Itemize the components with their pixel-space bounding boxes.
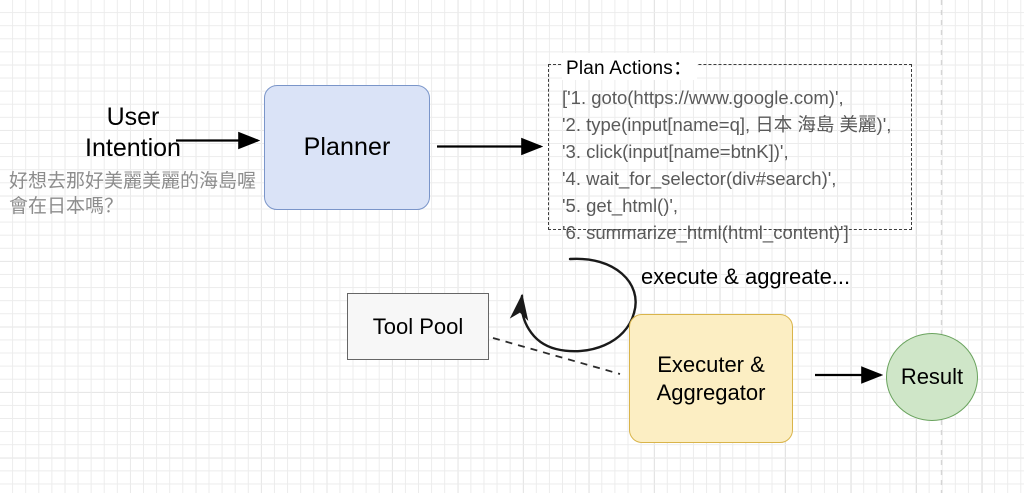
plan-action-line-5: '5. get_html()', [562, 195, 679, 216]
plan-action-line-2: '2. type(input[name=q], 日本 海島 美麗)', [562, 114, 892, 135]
node-result[interactable]: Result [886, 333, 978, 421]
user-intention-subtitle-line1: 好想去那好美麗美麗的海島喔 [9, 171, 257, 192]
user-intention-block: User Intention 好想去那好美麗美麗的海島喔 會在日本嗎？ [4, 102, 262, 220]
node-tool-pool[interactable]: Tool Pool [347, 293, 489, 360]
loop-arrow-execute-aggregate [509, 257, 637, 353]
plan-action-line-3: '3. click(input[name=btnK])', [562, 141, 789, 162]
plan-actions-panel [548, 64, 912, 230]
user-intention-subtitle-line2: 會在日本嗎？ [9, 196, 124, 218]
node-executer-label-line2: Aggregator [656, 379, 766, 405]
node-planner[interactable]: Planner [264, 85, 430, 210]
node-planner-label: Planner [303, 133, 391, 161]
plan-action-line-4: '4. wait_for_selector(div#search)', [562, 168, 837, 189]
loop-label-execute-aggregate: execute & aggreate... [641, 264, 851, 289]
dashed-link-toolpool-to-executer [492, 337, 621, 375]
plan-action-line-6: '6. summarize_html(html_content)'] [562, 222, 849, 243]
node-executer-label-line1: Executer & [657, 352, 765, 377]
user-intention-title-line1: User [106, 103, 160, 131]
user-intention-subtitle: 好想去那好美麗美麗的海島喔 會在日本嗎？ [4, 169, 262, 220]
plan-action-line-1: ['1. goto(https://www.google.com)', [562, 87, 844, 108]
node-tool-pool-label: Tool Pool [372, 313, 464, 339]
node-executer-aggregator[interactable]: Executer & Aggregator [629, 314, 793, 443]
plan-actions-title: Plan Actions： [562, 53, 698, 80]
node-result-label: Result [900, 364, 964, 389]
plan-actions-list: ['1. goto(https://www.google.com)', '2. … [562, 84, 912, 246]
user-intention-title-line2: Intention [85, 133, 181, 162]
